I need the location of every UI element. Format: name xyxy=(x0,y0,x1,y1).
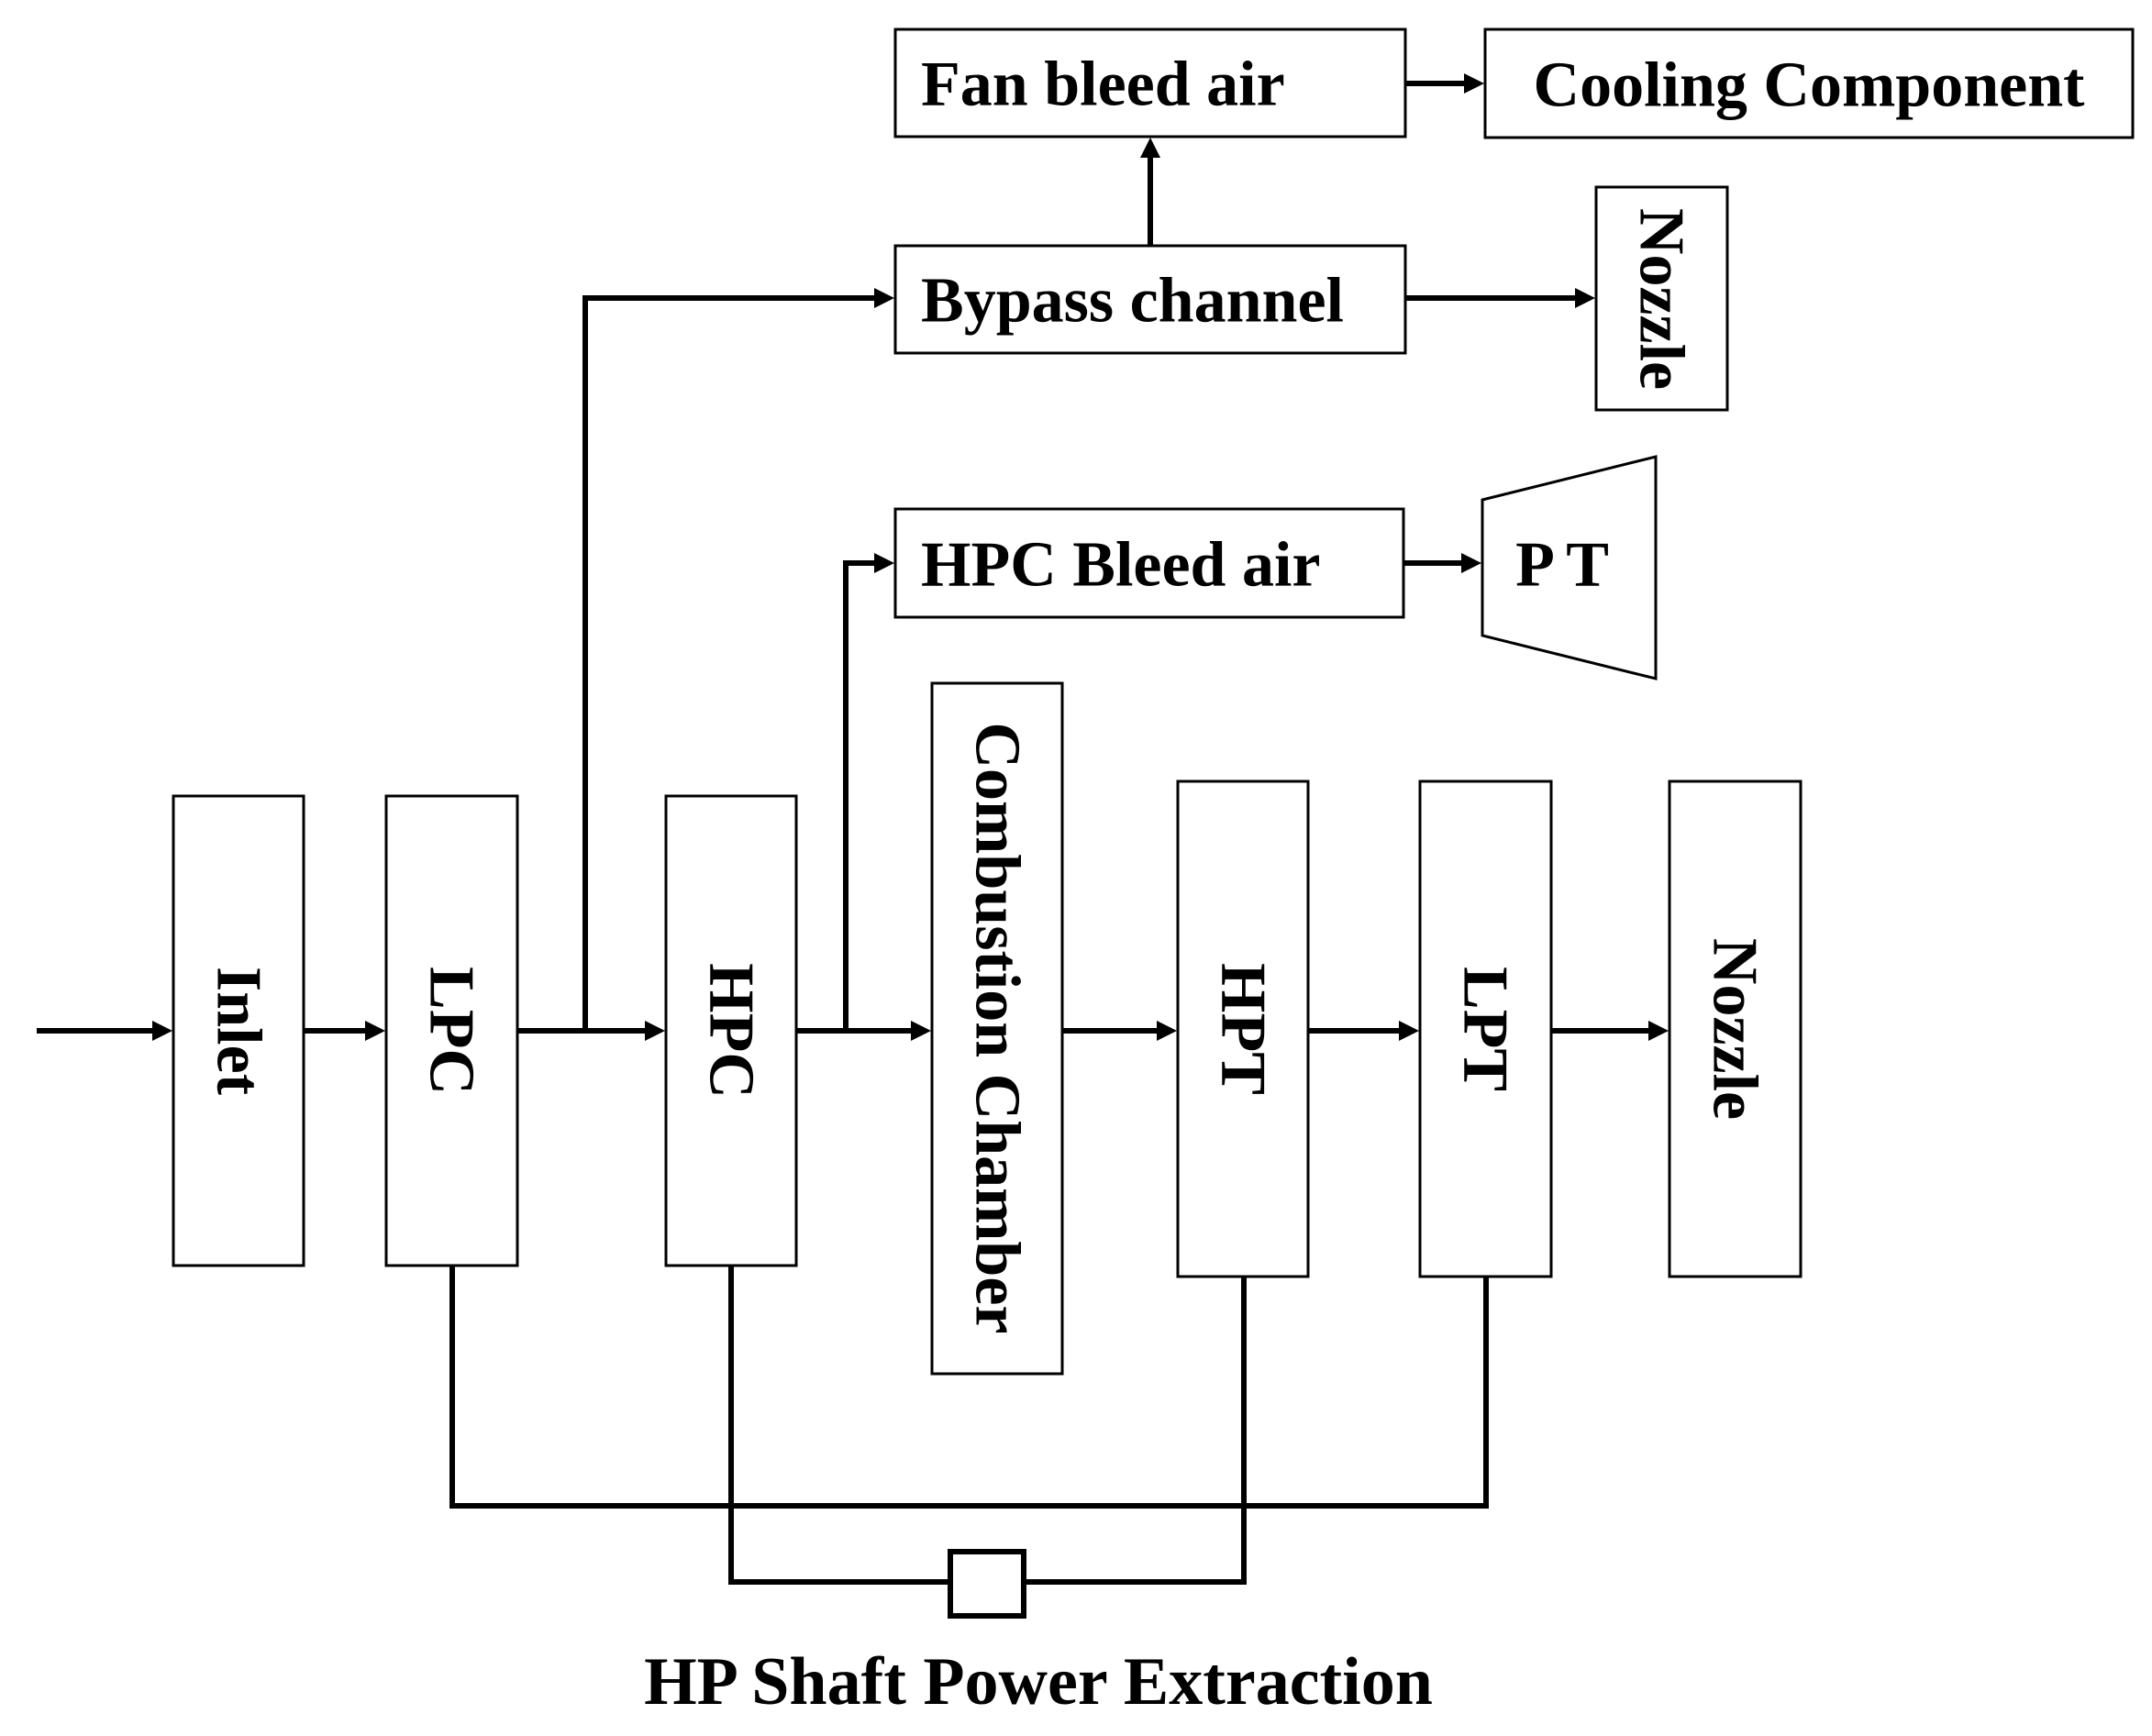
lpc-block: LPC xyxy=(384,794,519,1267)
lpc-label: LPC xyxy=(416,967,487,1095)
combustion-chamber-block: Combustion Chamber xyxy=(930,681,1064,1376)
cooling-component-label: Cooling Component xyxy=(1534,50,2085,121)
branch-arrows xyxy=(582,73,1595,1031)
power-turbine-trapezoid xyxy=(1481,455,1658,680)
arrow-lpc-to-bypass xyxy=(582,295,876,1031)
shaft-power-extraction-caption: HP Shaft Power Extraction xyxy=(644,1644,1433,1719)
power-extraction-box xyxy=(948,1549,1026,1619)
lp-shaft xyxy=(449,1266,1489,1509)
hpc-block: HPC xyxy=(664,794,798,1267)
power-turbine-label: P T xyxy=(1515,530,1609,601)
power-turbine-block: P T xyxy=(1481,455,1658,680)
inlet-block: Inlet xyxy=(172,794,305,1267)
lpt-label: LPT xyxy=(1450,967,1521,1091)
fan-bleed-air-label: Fan bleed air xyxy=(921,50,1285,120)
bypass-nozzle-label: Nozzle xyxy=(1626,208,1697,390)
bypass-channel-label: Bypass channel xyxy=(921,266,1344,337)
hpt-label: HPT xyxy=(1208,963,1279,1095)
core-nozzle-label: Nozzle xyxy=(1700,938,1770,1120)
cooling-component-block: Cooling Component xyxy=(1483,28,2135,139)
combustion-chamber-label: Combustion Chamber xyxy=(962,722,1033,1333)
inlet-label: Inlet xyxy=(204,967,274,1095)
bypass-nozzle-block: Nozzle xyxy=(1594,185,1729,412)
hpc-label: HPC xyxy=(696,963,767,1099)
hpc-bleed-air-block: HPC Bleed air xyxy=(893,507,1405,619)
hpt-block: HPT xyxy=(1176,780,1310,1278)
hpc-bleed-air-label: HPC Bleed air xyxy=(921,530,1320,601)
core-nozzle-block: Nozzle xyxy=(1668,780,1803,1278)
shafts xyxy=(449,1266,1489,1619)
arrow-hpc-to-hpc-bleed xyxy=(843,560,876,1031)
main-flow-arrows xyxy=(37,1021,1669,1041)
bypass-channel-block: Bypass channel xyxy=(893,244,1407,355)
fan-bleed-air-block: Fan bleed air xyxy=(893,28,1407,138)
lpt-block: LPT xyxy=(1418,780,1553,1278)
